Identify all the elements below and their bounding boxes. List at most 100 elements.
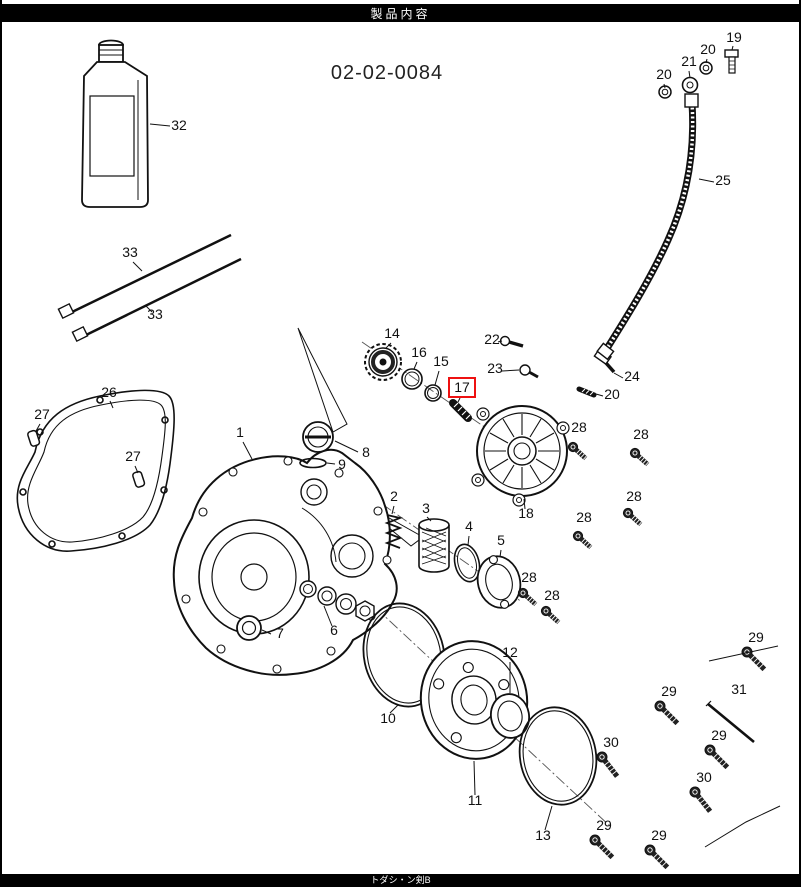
part-callout-26: 26 <box>101 384 117 400</box>
leader-line-5 <box>499 549 502 558</box>
part-callout-17: 17 <box>454 379 470 395</box>
part-callout-28: 28 <box>521 569 537 585</box>
leader-line-10 <box>389 704 399 714</box>
oil-filter-3 <box>418 518 450 573</box>
fitting-23 <box>519 364 539 379</box>
spring-pin-17 <box>449 399 472 422</box>
pump-cover-18 <box>471 405 570 507</box>
part-callout-29: 29 <box>711 727 727 743</box>
seal-ring-12 <box>490 693 530 739</box>
leader-line-2 <box>391 505 395 515</box>
footer-text: トダシ・ン剣B <box>370 875 431 885</box>
leader-line-23 <box>501 369 520 372</box>
sprocket-14 <box>364 343 402 381</box>
diagram-code: 02-02-0084 <box>331 62 443 84</box>
highlight-box-17 <box>448 377 476 398</box>
part-callout-33: 33 <box>122 244 138 260</box>
part-callout-28: 28 <box>576 509 592 525</box>
header-bar: 製品内容 <box>2 4 799 22</box>
footer-bar: トダシ・ン剣B <box>2 874 799 887</box>
part-callout-23: 23 <box>487 360 503 376</box>
leader-line-18 <box>523 498 526 510</box>
leader-line-25 <box>698 178 715 183</box>
o-ring-4 <box>453 543 481 583</box>
reference-lines <box>704 645 781 848</box>
o-ring-13 <box>518 706 598 806</box>
leader-line-6 <box>323 605 333 627</box>
part-callout-33: 33 <box>147 306 163 322</box>
part-callout-28: 28 <box>633 426 649 442</box>
part-callout-29: 29 <box>748 629 764 645</box>
leader-line-19 <box>731 45 734 51</box>
part-callout-24: 24 <box>624 368 640 384</box>
part-callout-32: 32 <box>171 117 187 133</box>
seal-7 <box>236 615 262 641</box>
o-ring-9 <box>299 457 327 469</box>
o-ring-15 <box>424 384 442 402</box>
part-callout-15: 15 <box>433 353 449 369</box>
leader-line-20 <box>663 83 666 89</box>
part-callout-22: 22 <box>484 331 500 347</box>
part-callout-19: 19 <box>726 29 742 45</box>
part-callout-3: 3 <box>422 500 430 516</box>
part-callout-27: 27 <box>125 448 141 464</box>
leader-line-32 <box>149 123 171 127</box>
part-callout-28: 28 <box>571 419 587 435</box>
leader-line-27 <box>35 423 41 432</box>
part-callout-1: 1 <box>236 424 244 440</box>
leader-line-33 <box>145 305 153 313</box>
part-callout-25: 25 <box>715 172 731 188</box>
part-callout-8: 8 <box>362 444 370 460</box>
leader-line-26 <box>109 400 114 409</box>
part-callout-28: 28 <box>626 488 642 504</box>
leader-line-14 <box>385 342 392 349</box>
part-callout-16: 16 <box>411 344 427 360</box>
leader-line-13 <box>544 805 553 831</box>
part-callout-29: 29 <box>651 827 667 843</box>
part-callout-29: 29 <box>596 817 612 833</box>
leader-line-16 <box>413 361 418 370</box>
part-callout-21: 21 <box>681 53 697 69</box>
part-callout-14: 14 <box>384 325 400 341</box>
part-callout-7: 7 <box>276 625 284 641</box>
part-callout-20: 20 <box>604 386 620 402</box>
part-callout-2: 2 <box>390 488 398 504</box>
leader-line-1 <box>242 441 253 460</box>
o-ring-16 <box>401 368 423 390</box>
leader-line-27 <box>134 465 139 474</box>
part-callout-12: 12 <box>502 644 518 660</box>
leader-line-33 <box>132 261 143 272</box>
leader-line-20 <box>595 393 604 397</box>
part-callout-31: 31 <box>731 681 747 697</box>
banjo-21 <box>681 76 699 94</box>
part-callout-9: 9 <box>338 456 346 472</box>
leader-line-3 <box>426 516 432 522</box>
leader-line-7 <box>261 629 272 635</box>
callout-layer: 3233332627271892345671011121314161517222… <box>34 29 764 843</box>
leader-line-8 <box>334 440 359 453</box>
leader-line-22 <box>497 340 503 343</box>
part-callout-20: 20 <box>656 66 672 82</box>
gasket-26 <box>16 389 175 552</box>
cable-ties-33 <box>57 233 242 343</box>
leader-line-20 <box>705 58 708 64</box>
part-callout-13: 13 <box>535 827 551 843</box>
washers-6 <box>299 580 375 622</box>
part-callout-20: 20 <box>700 41 716 57</box>
washer-20-right <box>699 61 713 75</box>
leader-line-4 <box>467 535 470 546</box>
bolt-22 <box>499 335 524 348</box>
leader-line-15 <box>434 370 440 386</box>
oil-bottle-32 <box>81 39 149 208</box>
filler-cap-8 <box>302 421 334 453</box>
bolts-29 <box>587 644 769 872</box>
part-callout-4: 4 <box>465 518 473 534</box>
part-callout-11: 11 <box>468 792 483 808</box>
part-callout-5: 5 <box>497 532 505 548</box>
part-callout-30: 30 <box>603 734 619 750</box>
leader-line-21 <box>688 70 691 79</box>
dowel-pins-27 <box>27 429 146 488</box>
banjo-bolt-19 <box>724 49 739 74</box>
leader-line-17 <box>457 397 461 403</box>
pin-20 <box>576 386 597 398</box>
